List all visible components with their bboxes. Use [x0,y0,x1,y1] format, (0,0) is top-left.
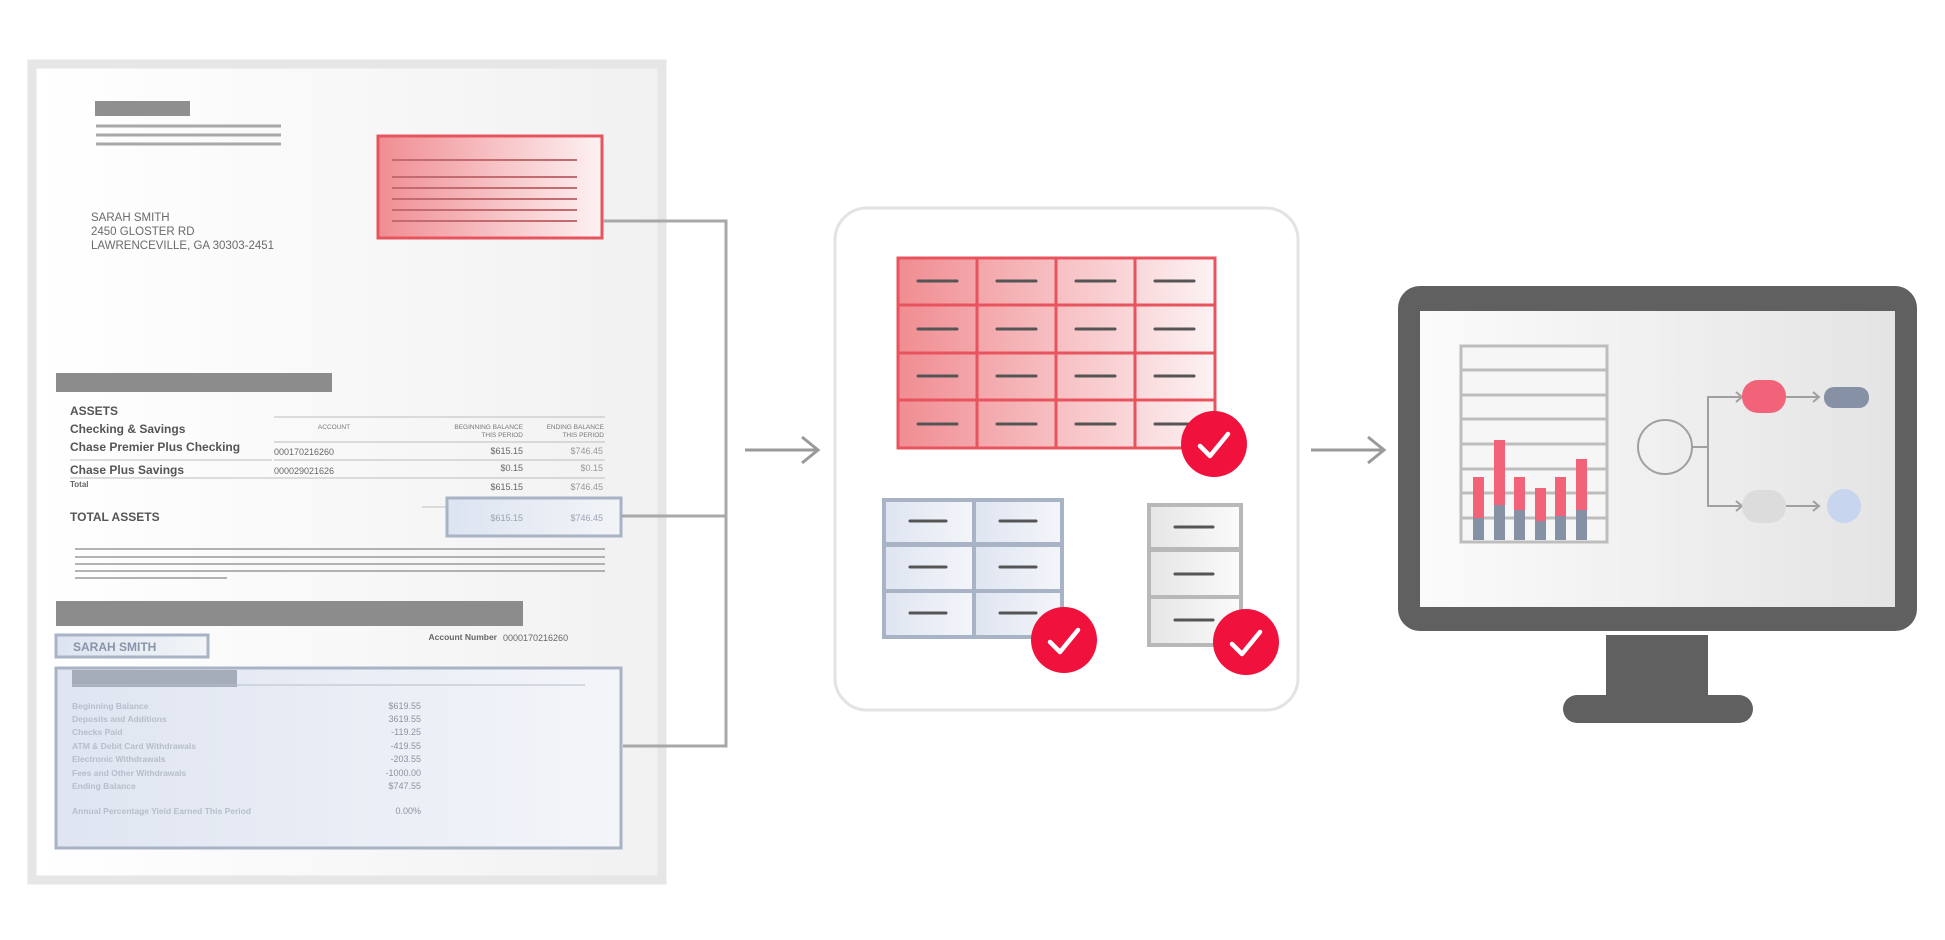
section-bar-assets [56,373,332,392]
check-icon [1181,411,1247,477]
assets-heading: ASSETS [70,404,118,418]
summary-row-2-value: 3619.55 [388,714,421,724]
assets-table: ASSETS Checking & Savings ACCOUNT BEGINN… [70,404,623,538]
highlight-header-box [376,134,604,240]
account-number-value: 0000170216260 [503,633,568,643]
col-begin-1: BEGINNING BALANCE [454,424,523,431]
col-account: ACCOUNT [318,424,350,431]
check-icon [1213,609,1279,675]
table-icon [882,498,1064,639]
asset-row-1-end: $746.45 [570,446,603,456]
bank-statement-document: SARAH SMITH 2450 GLOSTER RD LAWRENCEVILL… [27,59,667,885]
summary-values: $619.55 3619.55 -119.25 -419.55 -203.55 … [385,701,421,816]
flow-diagram-icon [1637,380,1869,523]
check-icon [1031,607,1097,673]
apy-value: 0.00% [395,806,421,816]
asset-row-1-name: Chase Premier Plus Checking [70,440,240,454]
paragraph-lines [75,548,605,579]
assets-subheading: Checking & Savings [70,422,186,436]
summary-row-1-label: Beginning Balance [72,701,149,711]
asset-row-1-account: 000170216260 [274,447,334,457]
summary-row-3-value: -119.25 [391,727,421,737]
summary-row-7-value: $747.55 [388,781,421,791]
summary-row-4-value: -419.55 [390,741,421,751]
asset-row-1-begin: $615.15 [490,446,523,456]
asset-row-2-account: 000029021626 [274,466,334,476]
summary-row-4-label: ATM & Debit Card Withdrawals [72,741,196,751]
logo-placeholder [95,101,190,116]
summary-rows: Beginning Balance Deposits and Additions… [72,701,251,816]
summary-row-1-value: $619.55 [388,701,421,711]
asset-row-2-begin: $0.15 [500,463,523,473]
total-assets-label: TOTAL ASSETS [70,510,160,524]
highlight-name-box [54,633,210,659]
asset-row-2-name: Chase Plus Savings [70,463,184,477]
total-assets-begin: $615.15 [490,513,523,523]
bracket-connector [603,219,728,748]
col-end-1: ENDING BALANCE [547,424,605,431]
address-block: SARAH SMITH 2450 GLOSTER RD LAWRENCEVILL… [91,212,274,252]
monitor-icon [1398,286,1917,723]
summary-row-5-label: Electronic Withdrawals [72,754,166,764]
asset-total-label: Total [70,480,89,489]
account-number-label: Account Number [429,632,498,642]
summary-row-6-value: -1000.00 [385,768,421,778]
summary-row-2-label: Deposits and Additions [72,714,167,724]
asset-total-begin: $615.15 [490,482,523,492]
address-street: 2450 GLOSTER RD [91,226,195,238]
extracted-tables-panel [833,206,1300,712]
summary-row-5-value: -203.55 [390,754,421,764]
address-city: LAWRENCEVILLE, GA 30303-2451 [91,240,274,252]
apy-label: Annual Percentage Yield Earned This Peri… [72,806,251,816]
col-begin-2: THIS PERIOD [481,432,523,439]
address-name: SARAH SMITH [91,212,170,224]
highlight-summary-box [54,666,623,850]
summary-row-6-label: Fees and Other Withdrawals [72,768,186,778]
summary-row-3-label: Checks Paid [72,727,123,737]
col-end-2: THIS PERIOD [562,432,604,439]
bar-chart-icon [1459,344,1609,544]
section-bar-summary [56,601,523,626]
summary-row-7-label: Ending Balance [72,781,136,791]
header-lines [96,124,281,146]
asset-row-2-end: $0.15 [580,463,603,473]
summary-name: SARAH SMITH [73,640,156,654]
arrow-right-icon [745,435,821,465]
table-icon [896,256,1217,450]
asset-total-end: $746.45 [570,482,603,492]
arrow-right-icon [1311,435,1387,465]
total-assets-end: $746.45 [570,513,603,523]
